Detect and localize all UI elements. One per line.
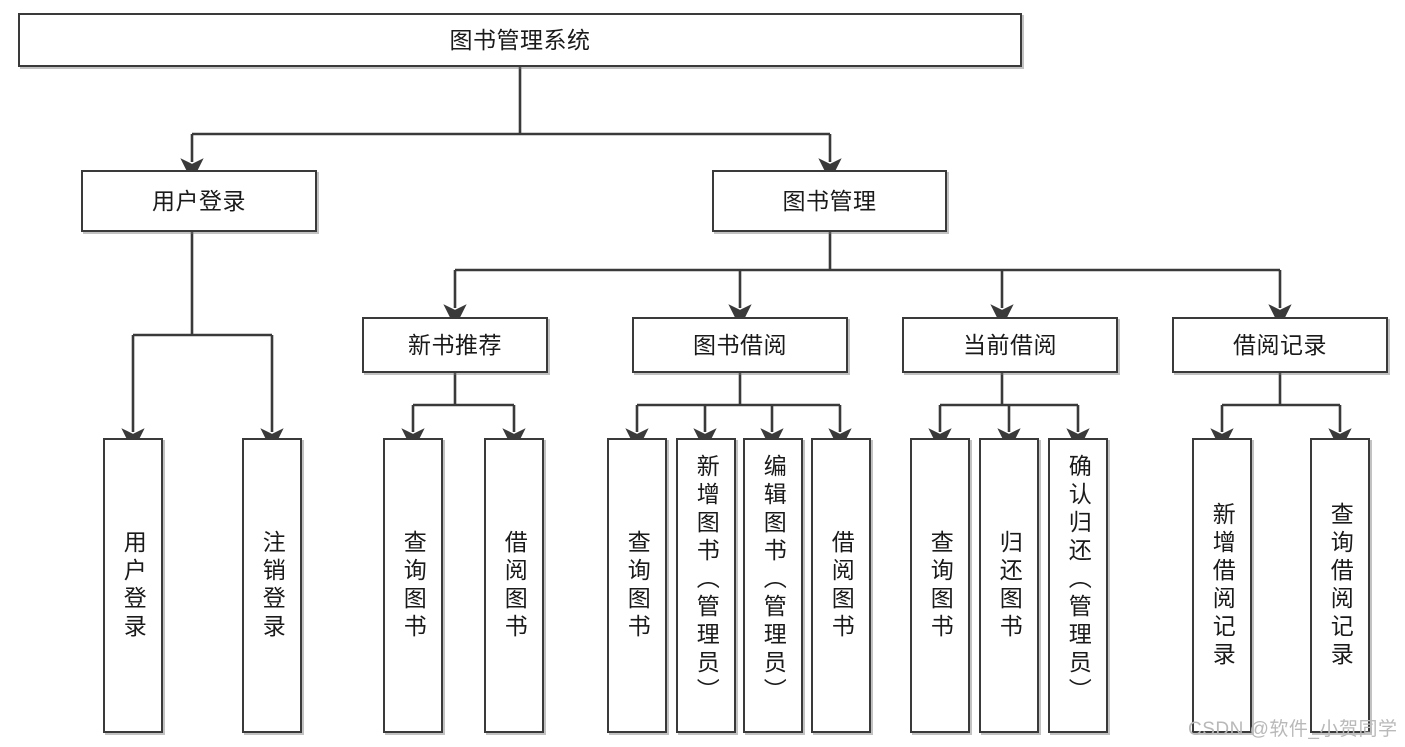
leaf-borrow-book-1-label: 借阅图书 xyxy=(501,529,528,642)
leaf-logout[interactable]: 注销登录 xyxy=(242,438,302,733)
leaf-query-book-1[interactable]: 查询图书 xyxy=(383,438,443,733)
node-user-login-label: 用户登录 xyxy=(152,187,246,214)
leaf-edit-book[interactable]: 编辑图书（管理员） xyxy=(743,438,803,733)
leaf-add-record[interactable]: 新增借阅记录 xyxy=(1192,438,1252,733)
leaf-query-book-3-label: 查询图书 xyxy=(927,529,954,642)
leaf-confirm-return[interactable]: 确认归还（管理员） xyxy=(1048,438,1108,733)
leaf-borrow-book-2-label: 借阅图书 xyxy=(828,529,855,642)
node-new-book-recommend-label: 新书推荐 xyxy=(408,331,502,358)
leaf-add-record-label: 新增借阅记录 xyxy=(1209,501,1236,670)
leaf-borrow-book-2[interactable]: 借阅图书 xyxy=(811,438,871,733)
node-book-manage[interactable]: 图书管理 xyxy=(712,170,947,232)
leaf-query-book-2[interactable]: 查询图书 xyxy=(607,438,667,733)
leaf-logout-label: 注销登录 xyxy=(259,529,286,642)
leaf-query-book-3[interactable]: 查询图书 xyxy=(910,438,970,733)
leaf-add-book[interactable]: 新增图书（管理员） xyxy=(676,438,736,733)
node-current-borrow[interactable]: 当前借阅 xyxy=(902,317,1118,373)
leaf-user-login[interactable]: 用户登录 xyxy=(103,438,163,733)
node-new-book-recommend[interactable]: 新书推荐 xyxy=(362,317,548,373)
node-borrow-record[interactable]: 借阅记录 xyxy=(1172,317,1388,373)
node-user-login[interactable]: 用户登录 xyxy=(81,170,317,232)
node-book-manage-label: 图书管理 xyxy=(782,187,877,214)
leaf-user-login-label: 用户登录 xyxy=(120,529,147,642)
leaf-query-book-1-label: 查询图书 xyxy=(400,529,427,642)
watermark-text: CSDN @软件_小贺同学 xyxy=(1188,719,1398,740)
leaf-borrow-book-1[interactable]: 借阅图书 xyxy=(484,438,544,733)
leaf-query-record-label: 查询借阅记录 xyxy=(1327,501,1354,670)
node-borrow-record-label: 借阅记录 xyxy=(1233,331,1327,358)
node-book-borrow[interactable]: 图书借阅 xyxy=(632,317,848,373)
node-current-borrow-label: 当前借阅 xyxy=(963,331,1057,358)
leaf-return-book[interactable]: 归还图书 xyxy=(979,438,1039,733)
node-book-borrow-label: 图书借阅 xyxy=(693,331,787,358)
leaf-return-book-label: 归还图书 xyxy=(996,529,1023,642)
leaf-query-book-2-label: 查询图书 xyxy=(624,529,651,642)
leaf-confirm-return-label: 确认归还（管理员） xyxy=(1065,454,1092,706)
node-root-label: 图书管理系统 xyxy=(449,26,591,53)
leaf-add-book-label: 新增图书（管理员） xyxy=(693,454,720,706)
leaf-edit-book-label: 编辑图书（管理员） xyxy=(760,454,787,706)
leaf-query-record[interactable]: 查询借阅记录 xyxy=(1310,438,1370,733)
node-root[interactable]: 图书管理系统 xyxy=(18,13,1022,67)
